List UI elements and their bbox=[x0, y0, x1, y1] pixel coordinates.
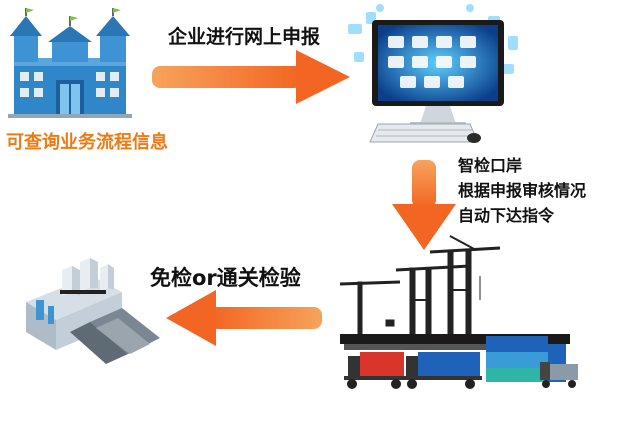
company-building-icon bbox=[8, 8, 132, 118]
auto-instruction-label: 自动下达指令 bbox=[458, 206, 555, 225]
container-truck-red bbox=[344, 352, 406, 389]
port-crane-icon bbox=[339, 235, 578, 389]
factory-icon bbox=[26, 258, 160, 364]
arrow-left-bottom bbox=[166, 290, 322, 346]
computer-monitor-icon bbox=[348, 4, 518, 143]
review-status-label: 根据申报审核情况 bbox=[458, 181, 587, 200]
container-truck-blue bbox=[404, 352, 482, 389]
smart-port-label: 智检口岸 bbox=[458, 156, 523, 175]
arrow-down bbox=[392, 160, 456, 250]
exempt-or-clearance-label: 免检or通关检验 bbox=[150, 266, 301, 290]
arrow-right-top bbox=[152, 50, 350, 104]
query-business-info-label: 可查询业务流程信息 bbox=[6, 132, 168, 153]
online-declaration-label: 企业进行网上申报 bbox=[168, 26, 321, 48]
container-truck-grey bbox=[540, 362, 578, 388]
